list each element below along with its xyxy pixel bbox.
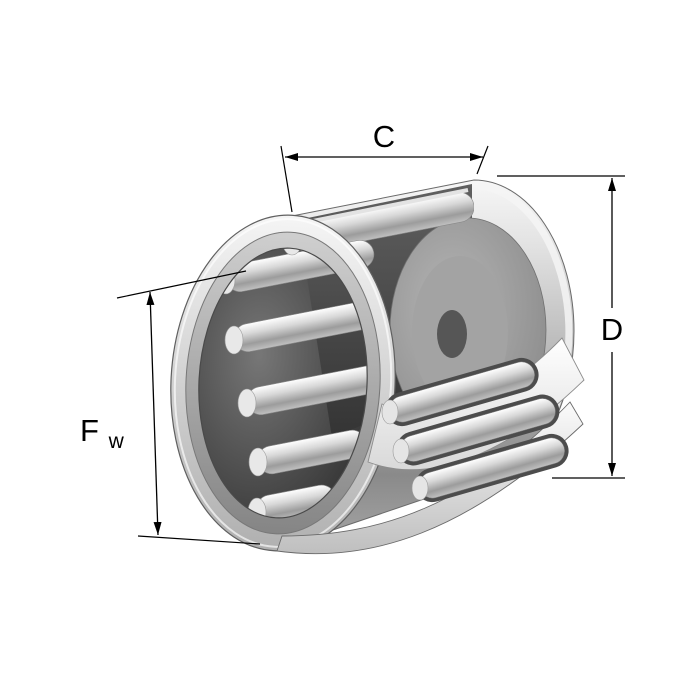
- cage-roller-end-cap: [392, 438, 410, 464]
- bearing-illustration: [170, 179, 585, 555]
- bore-edge: [198, 247, 368, 519]
- dimension-c: C: [280, 119, 489, 213]
- face-outline-outer: [170, 214, 396, 552]
- dim-fw-ext-top: [116, 270, 247, 299]
- closed-end-hole: [437, 310, 467, 358]
- cage-roller-end-cap: [381, 399, 399, 425]
- roller-end-cap: [237, 388, 257, 418]
- dim-label-d: D: [601, 312, 623, 347]
- cage-roller-end-cap: [411, 475, 429, 501]
- dim-label-fw-base: F: [80, 413, 99, 448]
- roller-cage: [367, 337, 585, 503]
- dimension-fw: F w: [80, 270, 261, 545]
- dim-label-fw: F w: [80, 413, 125, 453]
- shell-cut-edge-top: [297, 188, 469, 226]
- open-end-face: [170, 214, 396, 552]
- bottom-lip: [276, 401, 584, 555]
- dim-c-ext-right: [476, 145, 489, 175]
- face-outline-mid: [185, 231, 381, 535]
- roller-end-cap: [224, 325, 244, 355]
- face-highlight: [173, 218, 393, 548]
- dimension-d: D: [497, 175, 625, 479]
- dim-fw-ext-bottom: [137, 535, 261, 545]
- dim-fw-line: [146, 291, 162, 536]
- dim-c-ext-left: [280, 145, 293, 213]
- dimension-annotations: C D F w: [80, 119, 625, 545]
- dim-label-fw-sub: w: [108, 430, 125, 453]
- dim-label-c: C: [373, 119, 395, 154]
- roller-end-cap: [248, 447, 268, 477]
